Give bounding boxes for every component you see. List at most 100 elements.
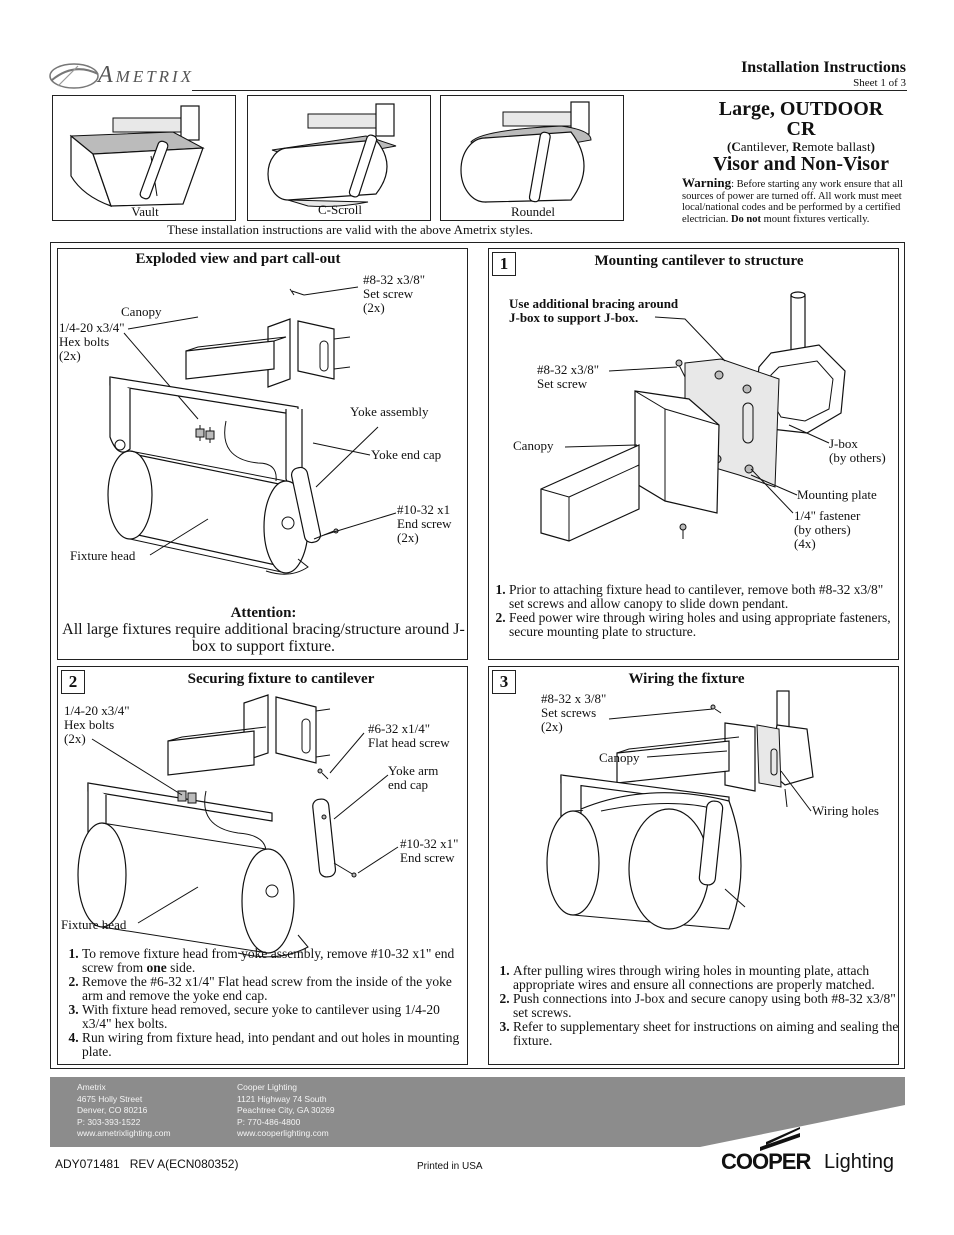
sub-r-rest: emote ballast — [801, 139, 871, 154]
product-title-line3: Visor and Non-Visor — [713, 153, 889, 175]
step1-label-bracing: Use additional bracing around J-box to s… — [509, 296, 679, 325]
step-2-instruction-4: Run wiring from fixture head, into penda… — [82, 1031, 470, 1059]
step3-label-wiring-holes: Wiring holes — [812, 803, 879, 818]
label-hex-bolts: 1/4-20 x3/4" Hex bolts (2x) — [59, 320, 125, 363]
cooper-lighting-logo: COOPER Lighting — [716, 1125, 906, 1175]
cooper-address-line: 1121 Highway 74 South — [237, 1093, 327, 1104]
step-1-drawing — [540, 291, 846, 542]
step-3-instruction-2: Push connections into J-box and secure c… — [513, 992, 905, 1020]
roundel-fixture-icon — [460, 101, 592, 203]
ametrix-address-line: 4675 Holly Street — [77, 1093, 143, 1104]
panel-step-3: 3 Wiring the fixture #8-32 x 3/8" Set sc… — [488, 666, 899, 1065]
step-2-instruction-3: With fixture head removed, secure yoke t… — [82, 1003, 470, 1031]
styles-validity-note: These installation instructions are vali… — [166, 222, 534, 237]
header-rule — [192, 90, 907, 91]
step2-label-flat-head: #6-32 x1/4" Flat head screw — [368, 721, 450, 750]
label-end-screw: #10-32 x1 End screw (2x) — [397, 502, 452, 545]
cooper-logo-word: COOPER — [721, 1149, 811, 1174]
c-scroll-fixture-icon — [267, 103, 397, 207]
step-2-drawing — [77, 694, 399, 958]
ametrix-address-line: Ametrix — [77, 1082, 106, 1092]
ametrix-logo — [48, 60, 198, 92]
step-2-instruction-1-bold: one — [146, 960, 167, 975]
step-1-number: 1 — [492, 252, 516, 276]
ametrix-address-line: www.ametrixlighting.com — [77, 1128, 171, 1139]
step1-label-mounting-plate: Mounting plate — [797, 487, 877, 502]
step-2-instruction-1-a: To remove fixture head from yoke assembl… — [82, 946, 455, 975]
style-c-scroll: C-Scroll — [247, 95, 431, 221]
cooper-logo-bars-icon — [760, 1127, 800, 1151]
step-2-instructions: To remove fixture head from yoke assembl… — [62, 947, 470, 1059]
warning-body: : Before starting any work ensure that a… — [682, 179, 903, 225]
attention-text: All large fixtures require additional br… — [62, 621, 465, 655]
attention-title: Attention: — [230, 605, 297, 621]
paren-open: ( — [727, 139, 732, 154]
step-1-instruction-1: Prior to attaching fixture head to canti… — [509, 583, 893, 611]
step-3-instructions: After pulling wires through wiring holes… — [493, 964, 905, 1048]
main-frame — [50, 242, 905, 1069]
step-2-number: 2 — [61, 670, 85, 694]
step1-label-fastener: 1/4" fastener (by others) (4x) — [794, 508, 861, 551]
label-set-screw: #8-32 x3/8" Set screw (2x) — [363, 272, 425, 315]
style-label-roundel: Roundel — [510, 204, 556, 219]
cooper-address-line: www.cooperlighting.com — [237, 1128, 329, 1139]
doc-number: ADY071481 REV A(ECN080352) — [55, 1157, 239, 1171]
step2-label-end-screw: #10-32 x1" End screw — [400, 836, 459, 865]
step-1-title: Mounting cantilever to structure — [594, 253, 804, 269]
step-3-instruction-3: Refer to supplementary sheet for instruc… — [513, 1020, 905, 1048]
step-2-instruction-1-b: side. — [166, 960, 196, 975]
panel-step-1: 1 Mounting cantilever to structure — [488, 248, 899, 660]
cooper-logo-sub: Lighting — [824, 1151, 895, 1173]
exploded-view-drawing — [107, 286, 397, 575]
style-label-vault: Vault — [131, 204, 159, 219]
step-1-instructions: Prior to attaching fixture head to canti… — [489, 583, 893, 639]
step1-label-canopy: Canopy — [513, 438, 554, 453]
label-canopy: Canopy — [121, 304, 162, 319]
panel-exploded-view: Exploded view and part call-out — [57, 248, 468, 660]
step3-label-set-screws: #8-32 x 3/8" Set screws (2x) — [541, 691, 607, 734]
ametrix-swoosh-icon — [49, 63, 99, 89]
warning-text: Warning: Before starting any work ensure… — [682, 175, 910, 225]
step2-label-yoke-arm: Yoke arm end cap — [388, 763, 439, 792]
step1-label-set-screw: #8-32 x3/8" Set screw — [537, 362, 599, 391]
cooper-address-line: P: 770-486-4800 — [237, 1116, 301, 1127]
sheet-number: Sheet 1 of 3 — [853, 77, 906, 89]
label-yoke-assembly: Yoke assembly — [350, 404, 429, 419]
ametrix-address-line: Denver, CO 80216 — [77, 1105, 148, 1116]
warning-tail: mount fixtures vertically. — [761, 213, 870, 225]
panel-step-2: 2 Securing fixture to cantilever — [57, 666, 468, 1065]
step-2-title: Securing fixture to cantilever — [187, 671, 375, 687]
label-yoke-end-cap: Yoke end cap — [371, 447, 442, 462]
style-roundel: Roundel — [440, 95, 624, 221]
brand-wordmark: Ametrix — [98, 62, 195, 88]
step-3-drawing — [546, 690, 814, 930]
label-fixture-head: Fixture head — [70, 548, 136, 563]
step-3-instruction-1: After pulling wires through wiring holes… — [513, 964, 905, 992]
product-title-line2: CR — [786, 118, 816, 140]
doc-type: Installation Instructions — [741, 59, 906, 76]
step-3-number: 3 — [492, 670, 516, 694]
step2-label-hex-bolts: 1/4-20 x3/4" Hex bolts (2x) — [64, 703, 130, 746]
ametrix-address: Ametrix 4675 Holly Street Denver, CO 802… — [77, 1082, 171, 1140]
style-label-c-scroll: C-Scroll — [317, 202, 363, 217]
warning-bold: Do not — [730, 213, 762, 225]
product-subtitle: (Cantilever, Remote ballast) — [680, 139, 922, 155]
sub-r: R — [792, 139, 802, 154]
printed-in: Printed in USA — [417, 1161, 483, 1172]
vault-fixture-icon — [69, 105, 205, 207]
sub-c: C — [731, 139, 741, 154]
step3-label-canopy: Canopy — [599, 750, 640, 765]
step-2-instruction-2: Remove the #6-32 x1/4" Flat head screw f… — [82, 975, 470, 1003]
step-3-title: Wiring the fixture — [628, 671, 745, 687]
exploded-title: Exploded view and part call-out — [135, 251, 341, 267]
step-2-instruction-1: To remove fixture head from yoke assembl… — [82, 947, 470, 975]
sub-c-rest: antilever, — [740, 139, 793, 154]
cooper-address-line: Cooper Lighting — [237, 1082, 298, 1092]
warning-label: Warning — [682, 175, 732, 190]
cooper-address-line: Peachtree City, GA 30269 — [237, 1105, 335, 1116]
step1-label-jbox: J-box (by others) — [829, 436, 886, 465]
step-1-instruction-2: Feed power wire through wiring holes and… — [509, 611, 893, 639]
ametrix-address-line: P: 303-393-1522 — [77, 1116, 141, 1127]
product-title-line1: Large, OUTDOOR — [718, 98, 884, 120]
